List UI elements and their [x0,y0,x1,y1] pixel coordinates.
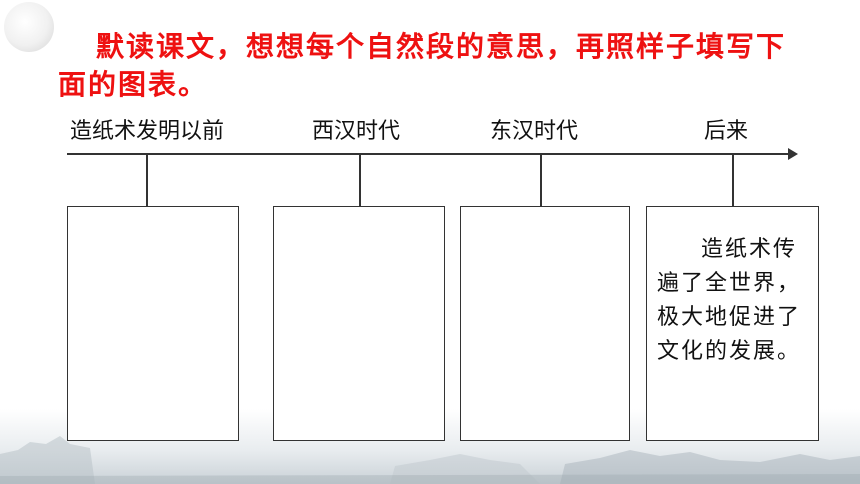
period-label-later: 后来 [704,119,749,144]
timeline-arrow-icon [788,148,798,160]
period-label-western-han: 西汉时代 [312,119,401,144]
connector-line [732,155,734,206]
answer-box-later[interactable]: 造纸术传遍了全世界，极大地促进了文化的发展。 [646,206,819,441]
answer-box-before-invention[interactable] [67,206,239,441]
answer-box-eastern-han[interactable] [460,206,630,441]
connector-line [359,155,361,206]
period-label-before-invention: 造纸术发明以前 [70,119,225,144]
moon-decoration-icon [4,2,54,52]
rooftops-decoration-icon [0,436,860,484]
instruction-text: 默读课文，想想每个自然段的意思，再照样子填写下面的图表。 [58,30,787,101]
connector-line [146,155,148,206]
timeline-axis [67,153,792,155]
answer-text-later: 造纸术传遍了全世界，极大地促进了文化的发展。 [657,237,802,364]
period-label-eastern-han: 东汉时代 [490,119,579,144]
connector-line [540,155,542,206]
answer-box-western-han[interactable] [273,206,445,441]
